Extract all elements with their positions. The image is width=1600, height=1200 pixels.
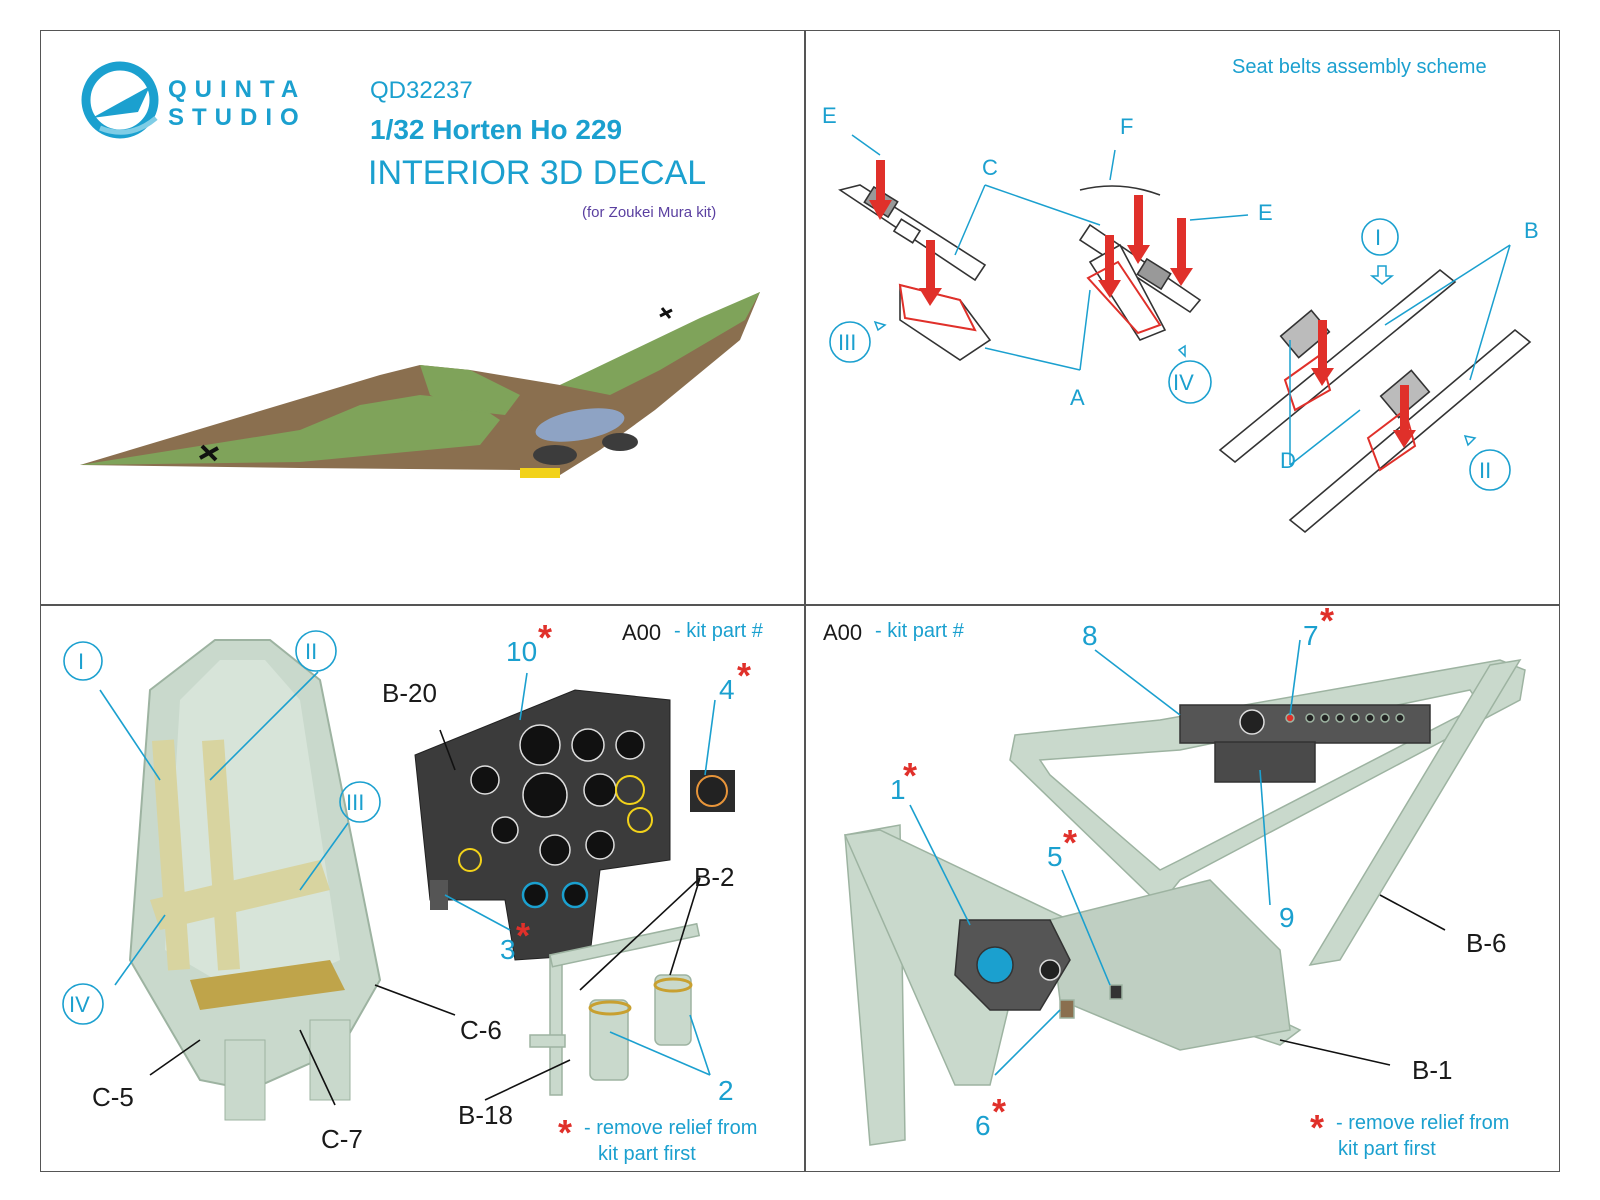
outline-arrows — [873, 265, 1477, 447]
seatbelt-roman-iii: III — [838, 330, 857, 355]
instrument-panel-illustration — [414, 689, 735, 961]
decal-number-5: 5 — [1047, 841, 1063, 872]
seatbelt-roman-ii: II — [1479, 458, 1492, 483]
decal-number-1: 1 — [890, 774, 906, 805]
seat-roman-iii: III — [346, 790, 365, 815]
small-parts-illustration — [529, 922, 701, 1096]
part-label-c7: C-7 — [321, 1124, 363, 1154]
seatbelt-scheme-title: Seat belts assembly scheme — [1232, 56, 1487, 78]
asterisk-3: * — [516, 915, 531, 956]
seatbelt-label-f: F — [1120, 114, 1134, 139]
seatbelt-label-a: A — [1070, 385, 1085, 410]
divider-vertical — [804, 30, 806, 1172]
frame-note-line1: - remove relief from — [1336, 1112, 1510, 1134]
product-type: INTERIOR 3D DECAL — [368, 154, 707, 192]
part-label-b1: B-1 — [1412, 1055, 1453, 1085]
part-label-b18: B-18 — [458, 1100, 513, 1130]
seatbelt-leader-lines — [851, 134, 1511, 466]
part-label-c5: C-5 — [92, 1082, 134, 1112]
decal-number-6: 6 — [975, 1110, 991, 1141]
seat-roman-ii: II — [305, 639, 318, 664]
frame-note-asterisk: * — [1310, 1107, 1325, 1148]
asterisk-6: * — [992, 1091, 1007, 1132]
seat-legend-text: - kit part # — [674, 620, 763, 642]
seatbelt-label-e-right: E — [1258, 200, 1273, 225]
decal-number-4: 4 — [719, 674, 735, 705]
seat-legend-code: A00 — [622, 620, 662, 645]
asterisk-10: * — [538, 617, 553, 658]
part-label-c6: C-6 — [460, 1015, 502, 1045]
aircraft-illustration — [80, 292, 760, 478]
seatbelt-label-c: C — [982, 155, 998, 180]
seat-note-line2: kit part first — [598, 1143, 696, 1165]
seatbelt-label-e-left: E — [822, 103, 837, 128]
seat-leader-lines — [99, 671, 716, 1076]
brand-line2: STUDIO — [168, 104, 307, 131]
roman-circles — [62, 218, 1511, 1025]
part-label-b2: B-2 — [694, 862, 735, 892]
quinta-logo-icon — [81, 61, 159, 139]
seat-part-lines — [149, 729, 701, 1106]
frame-note-line2: kit part first — [1338, 1138, 1436, 1160]
instruction-sheet — [40, 30, 1560, 1172]
decal-number-2: 2 — [718, 1075, 734, 1106]
brand-line1: QUINTA — [168, 76, 307, 103]
decal-number-3: 3 — [500, 934, 516, 965]
seatbelt-label-b: B — [1524, 218, 1539, 243]
asterisk-1: * — [903, 755, 918, 796]
frame-legend-code: A00 — [823, 620, 863, 645]
decal-number-10: 10 — [506, 636, 538, 667]
decal-number-8: 8 — [1082, 620, 1098, 651]
seatbelt-roman-i: I — [1375, 225, 1382, 250]
seatbelt-label-d: D — [1280, 448, 1296, 473]
kit-note: (for Zoukei Mura kit) — [582, 204, 717, 221]
placement-arrows — [869, 160, 1416, 448]
asterisk-7: * — [1320, 600, 1335, 641]
seat-roman-iv: IV — [69, 992, 90, 1017]
frame-part-lines — [1279, 894, 1446, 1066]
part-label-b20: B-20 — [382, 678, 437, 708]
frame-legend-text: - kit part # — [875, 620, 964, 642]
seat-note-line1: - remove relief from — [584, 1117, 758, 1139]
part-label-b6: B-6 — [1466, 928, 1507, 958]
asterisk-5: * — [1063, 822, 1078, 863]
decal-number-7: 7 — [1303, 620, 1319, 651]
seat-note-asterisk: * — [558, 1112, 573, 1153]
asterisk-4: * — [737, 655, 752, 696]
seat-illustration — [128, 639, 382, 1121]
product-title: 1/32 Horten Ho 229 — [370, 114, 623, 145]
frame-leader-lines — [909, 639, 1301, 1076]
frame-illustration — [843, 658, 1526, 1146]
product-code: QD32237 — [370, 77, 473, 104]
seatbelt-roman-iv: IV — [1173, 370, 1194, 395]
decal-number-9: 9 — [1279, 902, 1295, 933]
seat-roman-i: I — [78, 649, 85, 674]
divider-horizontal — [40, 604, 1560, 606]
